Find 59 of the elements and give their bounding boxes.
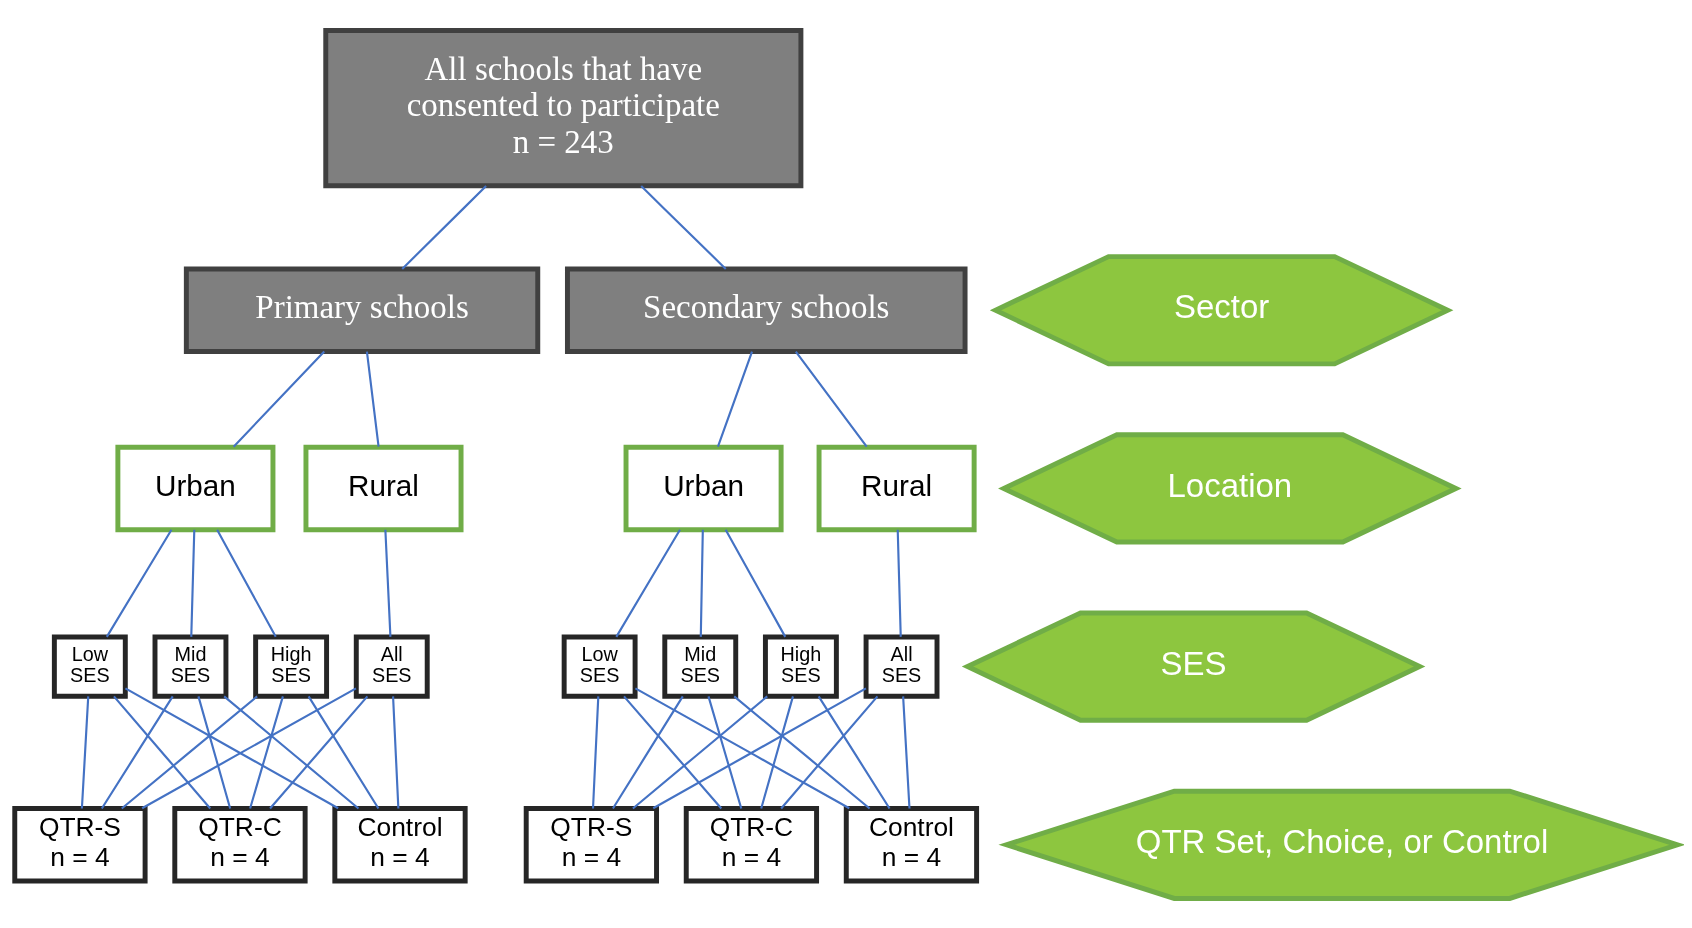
node-box: Control n = 4	[843, 805, 980, 884]
connector	[190, 529, 196, 637]
node-box: Secondary schools	[564, 266, 968, 354]
connector	[269, 695, 369, 809]
connector	[384, 529, 392, 637]
connector	[817, 695, 891, 809]
connector	[724, 528, 787, 637]
connector	[733, 695, 871, 809]
connector	[896, 529, 902, 637]
node-box: All SES	[863, 633, 940, 699]
node-box: All SES	[353, 633, 430, 699]
node-box: QTR-C n = 4	[683, 805, 820, 884]
node-box: Mid SES	[152, 633, 229, 699]
connector	[307, 695, 380, 809]
node-box: Urban	[115, 444, 276, 532]
connector	[623, 695, 723, 809]
connector	[216, 528, 277, 637]
node-box: QTR-S n = 4	[12, 805, 148, 884]
node-box: Urban	[623, 444, 784, 532]
node-box: All schools that have consented to participate n = 243	[323, 27, 804, 188]
connector	[232, 350, 325, 447]
connector	[632, 695, 768, 809]
node-box: QTR-C n = 4	[172, 805, 308, 884]
connector	[795, 350, 868, 447]
node-box: Rural	[816, 444, 977, 532]
connector	[113, 695, 212, 809]
node-box: Low SES	[51, 633, 128, 699]
connector	[612, 695, 684, 809]
connector	[121, 695, 258, 809]
node-box: Rural	[303, 444, 464, 532]
node-box: Primary schools	[183, 266, 541, 354]
connector	[716, 350, 754, 447]
connector	[392, 695, 400, 809]
node-box: Mid SES	[662, 633, 739, 699]
connector	[652, 686, 867, 809]
connector	[249, 695, 284, 809]
connector	[615, 528, 681, 637]
connector	[105, 528, 173, 637]
node-box: QTR-S n = 4	[523, 805, 659, 884]
node-box: High SES	[762, 633, 839, 699]
node-box: Low SES	[561, 633, 638, 699]
connector	[640, 184, 727, 270]
connector	[591, 695, 600, 809]
connector	[80, 695, 90, 809]
node-box: High SES	[253, 633, 330, 699]
connector	[197, 695, 232, 809]
connector	[100, 695, 174, 809]
connector	[902, 695, 911, 809]
connector	[401, 184, 487, 270]
connector	[699, 529, 704, 637]
connector	[780, 695, 879, 809]
connector	[707, 695, 743, 809]
connector	[365, 350, 380, 447]
connector	[223, 695, 360, 809]
connector	[760, 695, 794, 809]
connector	[634, 686, 850, 809]
node-box: Control n = 4	[332, 805, 468, 884]
connector	[124, 686, 339, 809]
connector	[141, 686, 357, 809]
